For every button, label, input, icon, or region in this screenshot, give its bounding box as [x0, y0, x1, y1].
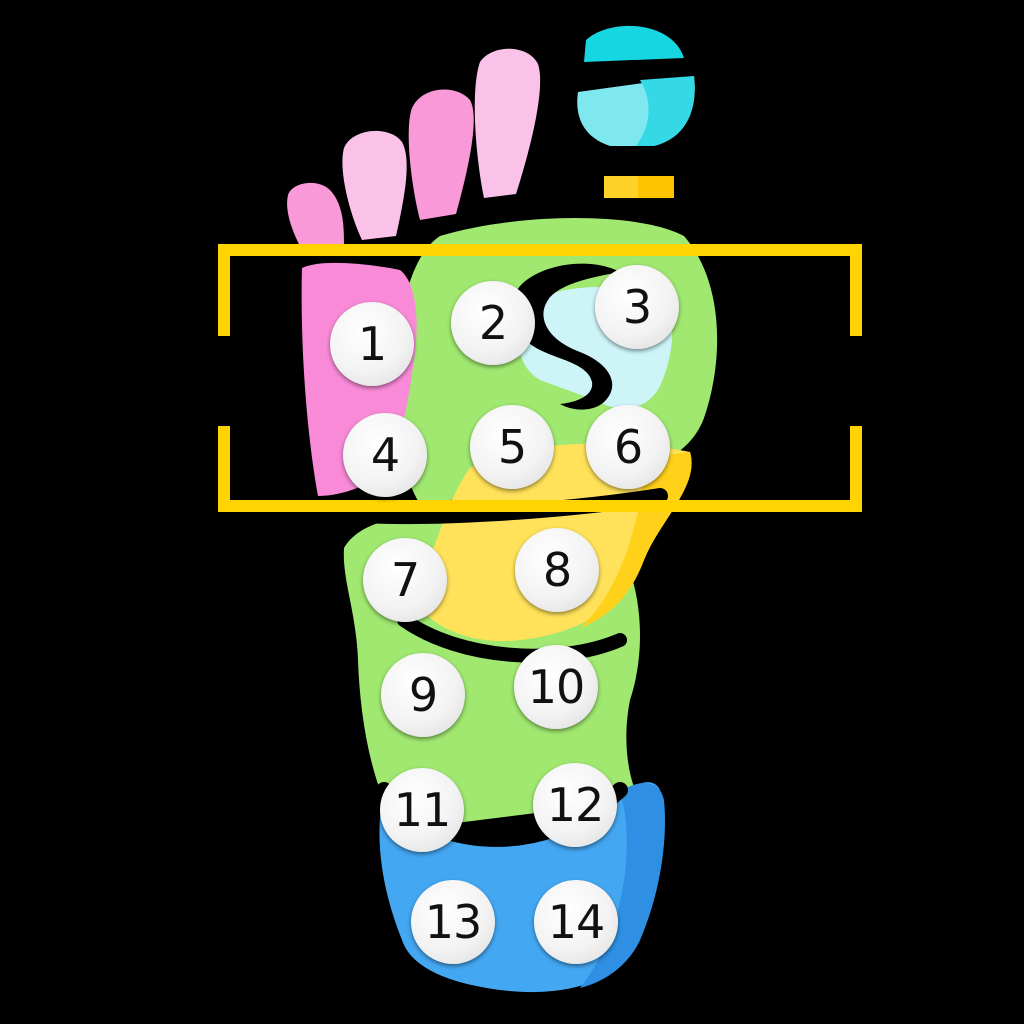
zone-marker-10[interactable]: 10 — [514, 645, 598, 729]
scan-frame-top — [218, 244, 862, 336]
toe-4 — [342, 130, 407, 240]
zone-marker-4[interactable]: 4 — [343, 413, 427, 497]
big-toe-tip — [584, 25, 684, 63]
big-toe-body-shade — [636, 76, 695, 146]
toe-2 — [474, 48, 541, 198]
zone-marker-9[interactable]: 9 — [381, 653, 465, 737]
zone-marker-14[interactable]: 14 — [534, 880, 618, 964]
big-toe — [577, 25, 695, 198]
zone-marker-7[interactable]: 7 — [363, 538, 447, 622]
separator-mid — [397, 613, 627, 663]
inner-black-curl — [511, 263, 620, 410]
heel-blue-shade — [580, 782, 665, 988]
zone-marker-1[interactable]: 1 — [330, 302, 414, 386]
zone-marker-5[interactable]: 5 — [470, 405, 554, 489]
zone-marker-6[interactable]: 6 — [586, 405, 670, 489]
toe-5 — [287, 182, 345, 250]
big-toe-neck-shade — [638, 176, 674, 198]
scan-frame-bottom — [218, 426, 862, 512]
zone-marker-8[interactable]: 8 — [515, 528, 599, 612]
zone-marker-2[interactable]: 2 — [451, 281, 535, 365]
zone-marker-12[interactable]: 12 — [533, 763, 617, 847]
zone-marker-3[interactable]: 3 — [595, 265, 679, 349]
toe-3 — [408, 89, 474, 220]
scan-frame — [218, 244, 862, 512]
zone-marker-13[interactable]: 13 — [411, 880, 495, 964]
zone-marker-11[interactable]: 11 — [380, 768, 464, 852]
small-toes — [287, 48, 541, 250]
